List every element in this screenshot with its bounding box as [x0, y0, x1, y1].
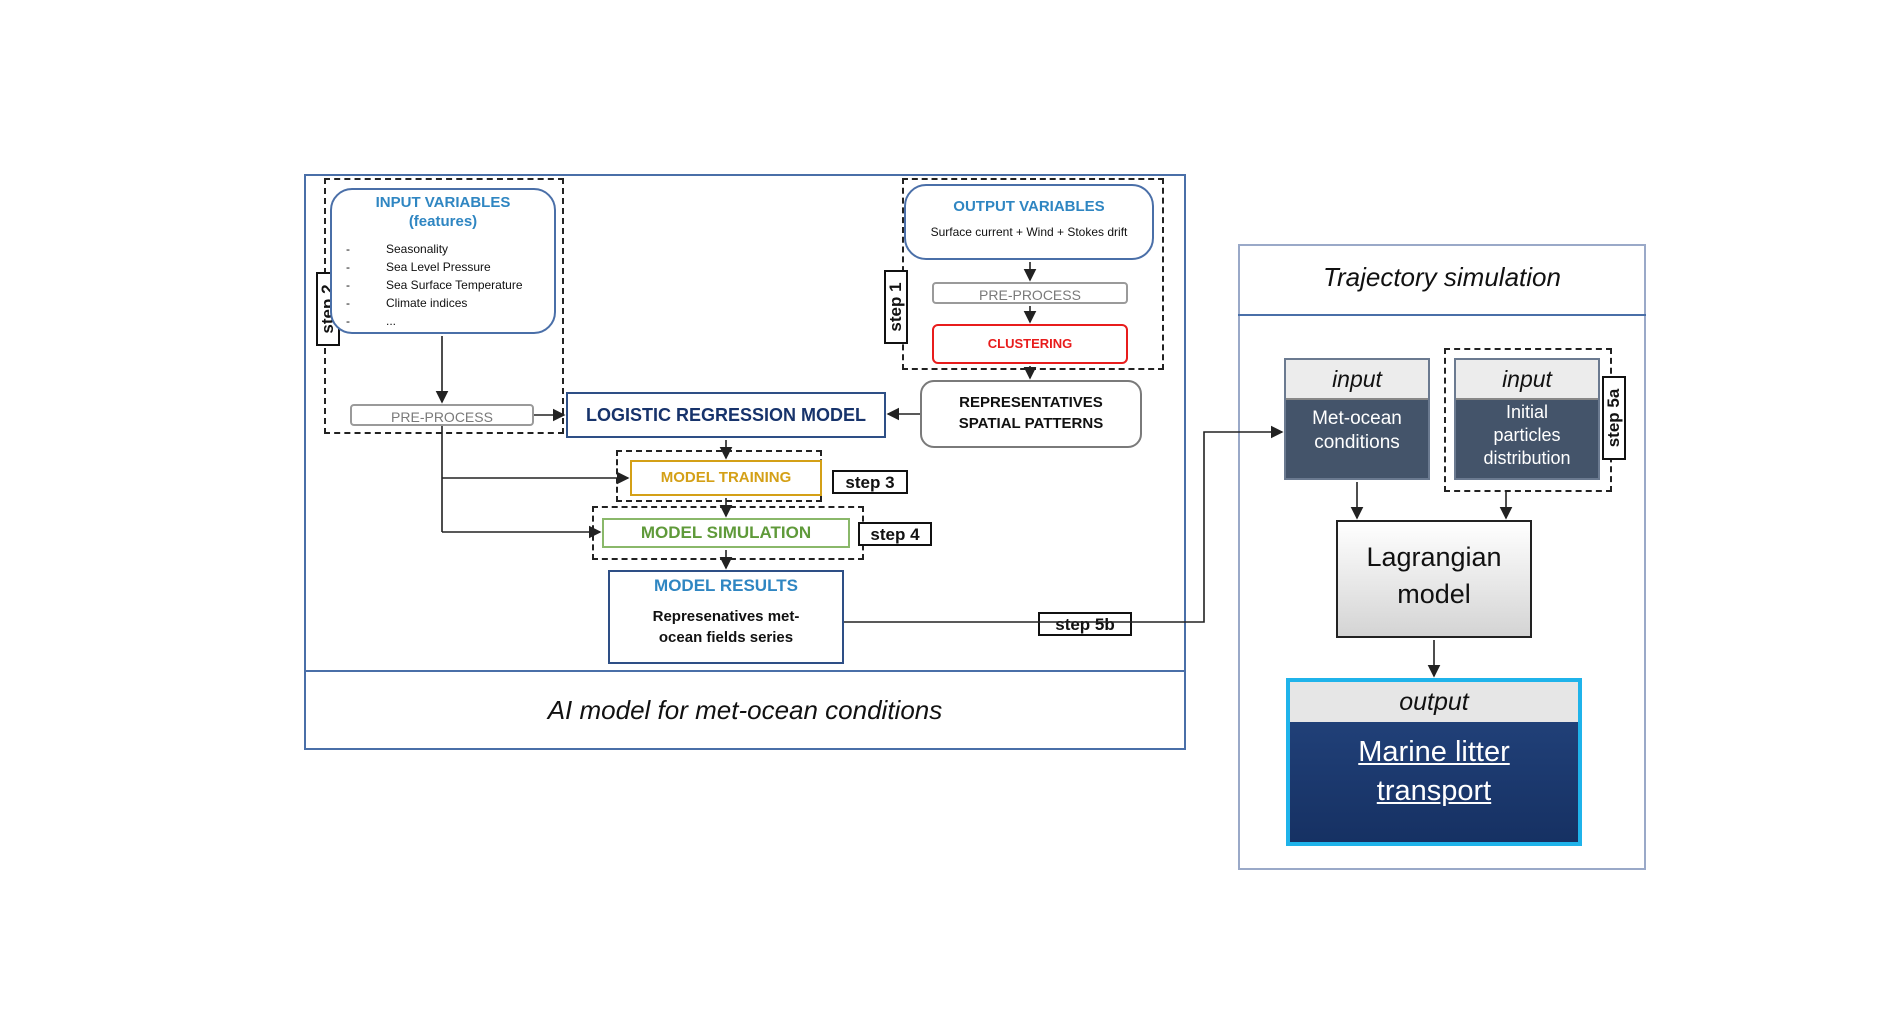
list-item: -... — [346, 314, 397, 328]
output-variables-subtitle: Surface current + Wind + Stokes drift — [930, 225, 1128, 239]
representatives-box: REPRESENTATIVES SPATIAL PATTERNS — [920, 380, 1142, 448]
output-variables-title: OUTPUT VARIABLES — [953, 198, 1105, 215]
preprocess-left-box: PRE-PROCESS — [350, 404, 534, 426]
input-variables-title: INPUT VARIABLES — [375, 194, 511, 211]
step3-label: step 3 — [832, 470, 908, 494]
list-item: -Sea Surface Temperature — [346, 278, 523, 292]
model-results-title: MODEL RESULTS — [654, 576, 798, 595]
logistic-regression-box: LOGISTIC REGRESSION MODEL — [566, 392, 886, 438]
list-item: -Climate indices — [346, 296, 468, 310]
input-met-ocean-box: input Met-ocean conditions — [1284, 358, 1430, 480]
clustering-box: CLUSTERING — [932, 324, 1128, 364]
input-header: input — [1456, 360, 1598, 400]
model-training-box: MODEL TRAINING — [630, 460, 822, 496]
step4-label: step 4 — [858, 522, 932, 546]
step5a-label: step 5a — [1602, 376, 1626, 460]
list-item: -Seasonality — [346, 242, 449, 256]
output-variables-box: OUTPUT VARIABLES Surface current + Wind … — [904, 184, 1154, 260]
step5b-label: step 5b — [1038, 612, 1132, 636]
lagrangian-model-box: Lagrangian model — [1336, 520, 1532, 638]
input-initial-particles-box: input Initial particles distribution — [1454, 358, 1600, 480]
model-results-box: MODEL RESULTS Represenatives met- ocean … — [608, 570, 844, 664]
input-variables-box: INPUT VARIABLES (features) -Seasonality … — [330, 188, 556, 334]
input-variables-subtitle: (features) — [408, 213, 478, 230]
trajectory-title: Trajectory simulation — [1323, 262, 1561, 292]
output-header: output — [1290, 682, 1578, 722]
model-simulation-box: MODEL SIMULATION — [602, 518, 850, 548]
ai-model-caption-divider — [304, 670, 1186, 672]
input-header: input — [1286, 360, 1428, 400]
output-marine-litter-box: output Marine litter transport — [1286, 678, 1582, 846]
list-item: -Sea Level Pressure — [346, 260, 491, 274]
input-variables-list: -Seasonality -Sea Level Pressure -Sea Su… — [332, 240, 554, 330]
ai-model-caption: AI model for met-ocean conditions — [547, 695, 943, 725]
trajectory-title-divider — [1238, 314, 1646, 316]
step1-label: step 1 — [884, 270, 908, 344]
preprocess-right-box: PRE-PROCESS — [932, 282, 1128, 304]
